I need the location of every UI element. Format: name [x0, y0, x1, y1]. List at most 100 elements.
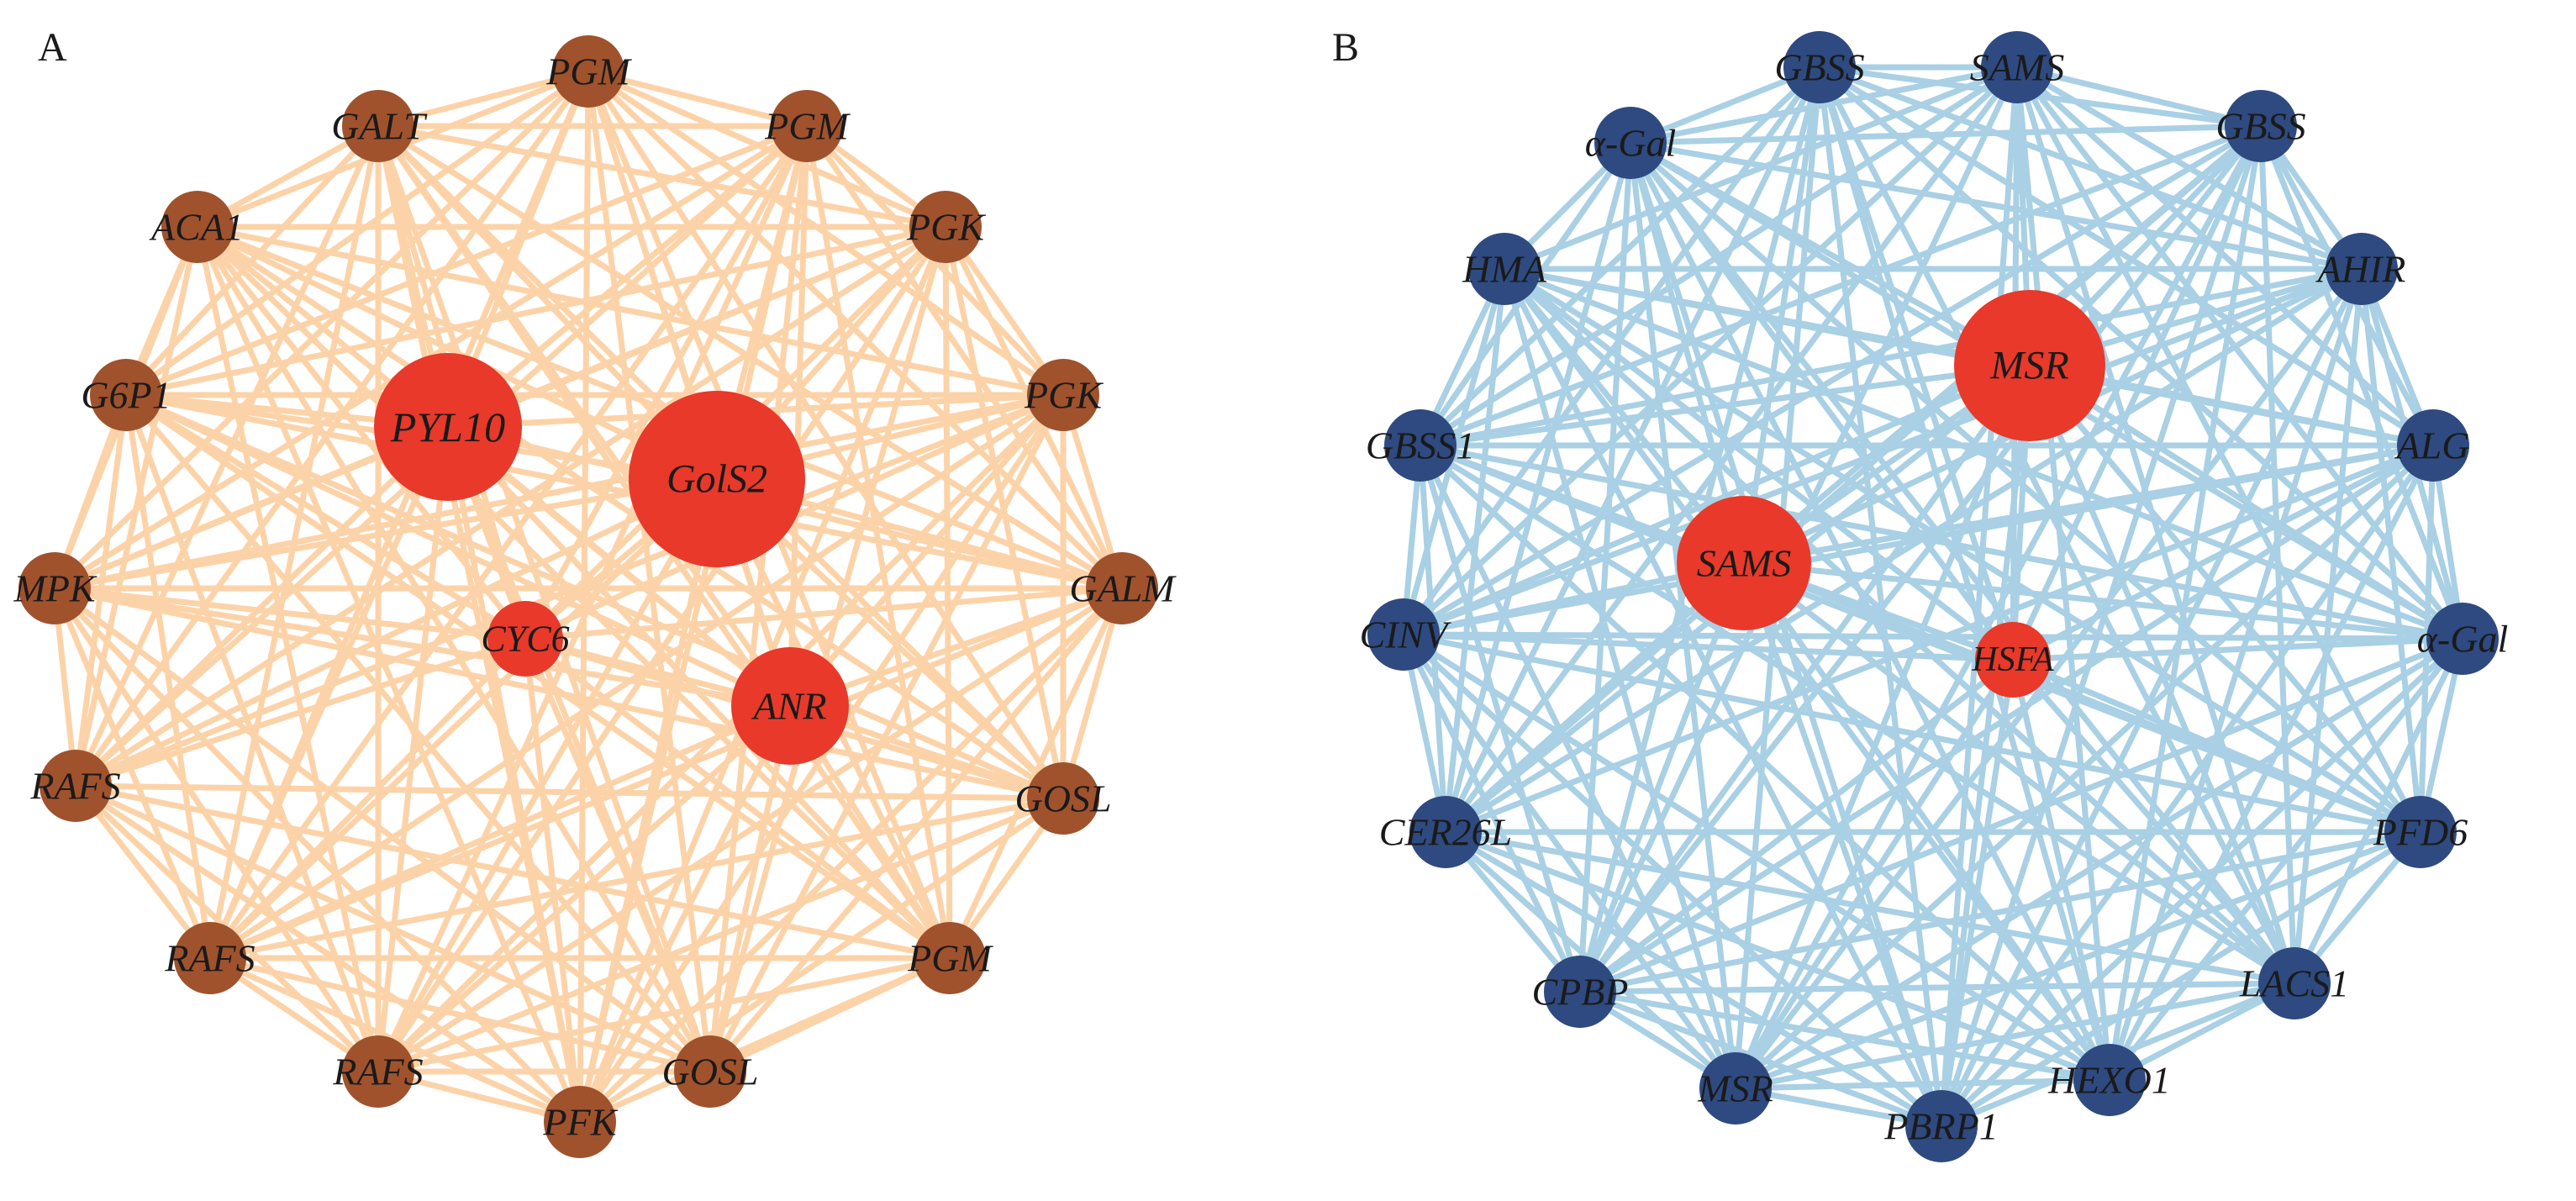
network-edge — [803, 123, 1125, 592]
network-edge — [72, 424, 451, 789]
network-edge — [1741, 560, 1945, 1130]
network-edge — [72, 635, 529, 789]
network-edge — [2257, 123, 2466, 642]
outer-node — [2397, 409, 2469, 482]
outer-node — [161, 191, 234, 263]
hub-node — [1954, 290, 2105, 441]
network-edge — [1732, 656, 2016, 1092]
network-edge — [1627, 140, 2016, 663]
outer-node-label: PGM — [545, 50, 632, 93]
network-edge — [194, 224, 382, 1075]
network-edge — [375, 703, 793, 1075]
network-edge — [2026, 362, 2466, 642]
network-edge — [1417, 442, 2466, 642]
hub-node — [731, 647, 849, 765]
network-edge — [1400, 631, 2424, 835]
network-edge — [1577, 988, 1945, 1130]
outer-node-label: G6P1 — [81, 374, 171, 417]
network-edge — [2010, 635, 2466, 663]
outer-node-label: RAFS — [332, 1051, 423, 1093]
network-edge — [2026, 362, 2424, 835]
network-edge — [1442, 829, 2113, 1083]
outer-node — [1384, 409, 1457, 482]
network-edge — [123, 123, 810, 398]
outer-node — [1367, 598, 1440, 671]
network-edge — [707, 224, 949, 1075]
outer-node-label: CINV — [1360, 614, 1452, 656]
hub-node-label: CYC6 — [481, 619, 569, 660]
network-edge — [2010, 656, 2424, 835]
network-edge — [51, 585, 213, 961]
network-edge — [1400, 631, 1583, 995]
network-edge — [194, 224, 529, 642]
network-edge — [194, 224, 1125, 592]
network-edge — [207, 955, 714, 1075]
network-edge — [207, 123, 382, 961]
outer-node-label: GOSL — [1014, 777, 1111, 820]
outer-node — [914, 922, 986, 994]
panel-a-network: PGMPGMPGKPGKGALMGOSLPGMGOSLPFKRAFSRAFSRA… — [13, 35, 1177, 1158]
network-edge — [375, 585, 1125, 1075]
outer-node-label: α-Gal — [1585, 122, 1676, 165]
outer-node-label: RAFS — [164, 937, 255, 980]
outer-node — [342, 1035, 414, 1108]
network-edge — [1627, 140, 2033, 369]
outer-node — [1783, 31, 1856, 103]
network-edge — [1732, 266, 2365, 1092]
outer-node-label: PFK — [543, 1101, 619, 1144]
network-edge — [375, 123, 793, 709]
outer-node-label: GBSS — [2215, 105, 2305, 148]
outer-node-label: PGK — [906, 206, 986, 249]
hub-node-label: PYL10 — [390, 403, 505, 450]
outer-node — [1027, 762, 1099, 835]
network-edge — [445, 424, 583, 1125]
network-edge — [1816, 64, 2466, 642]
network-edge — [1627, 123, 2264, 146]
network-edge — [1417, 64, 1823, 449]
outer-node — [1086, 552, 1158, 624]
network-edge — [1400, 631, 1945, 1130]
panel-b-label: B — [1332, 25, 1359, 70]
outer-node — [342, 90, 414, 162]
outer-node — [1981, 31, 2053, 103]
outer-node-label: RAFS — [29, 765, 120, 808]
network-edge — [1627, 140, 1747, 566]
network-edge — [207, 795, 1067, 961]
network-edge — [123, 123, 382, 398]
network-edge — [72, 782, 953, 961]
network-edge — [1816, 64, 2365, 272]
outer-node — [2073, 1044, 2146, 1116]
network-edge — [1577, 980, 2298, 995]
network-edge — [1816, 64, 2113, 1083]
network-edge — [1577, 362, 2033, 995]
network-edge — [1816, 64, 2436, 449]
outer-node — [1544, 956, 1616, 1028]
network-edge — [207, 392, 1067, 961]
network-edge — [577, 68, 592, 1125]
network-edge — [2358, 266, 2424, 835]
network-edge — [51, 585, 714, 1075]
hub-node — [487, 601, 563, 677]
network-edge — [375, 123, 1125, 592]
network-edge — [375, 68, 592, 129]
network-edge — [72, 224, 201, 789]
outer-node — [2326, 233, 2398, 305]
hub-node-label: GolS2 — [666, 457, 767, 502]
outer-node — [909, 191, 982, 263]
network-edge — [1501, 266, 2298, 987]
network-edge — [207, 703, 793, 961]
network-edge — [522, 123, 810, 642]
network-edge — [207, 123, 810, 961]
hub-node-label: SAMS — [1697, 542, 1791, 585]
outer-node — [2225, 90, 2297, 162]
panel-b-network: SAMSGBSSAHIRALGα-GalPFD6LACS1HEXO1PBRP1M… — [1360, 31, 2508, 1162]
network-edge — [1400, 123, 2264, 638]
network-edge — [194, 224, 953, 961]
network-edge — [1442, 64, 1823, 835]
network-edge — [72, 782, 213, 961]
outer-node — [2258, 947, 2331, 1019]
outer-node-label: MSR — [1697, 1067, 1773, 1110]
network-edge — [1938, 123, 2264, 1130]
outer-node-label: PGK — [1024, 374, 1104, 417]
panel-a-label: A — [38, 25, 67, 70]
